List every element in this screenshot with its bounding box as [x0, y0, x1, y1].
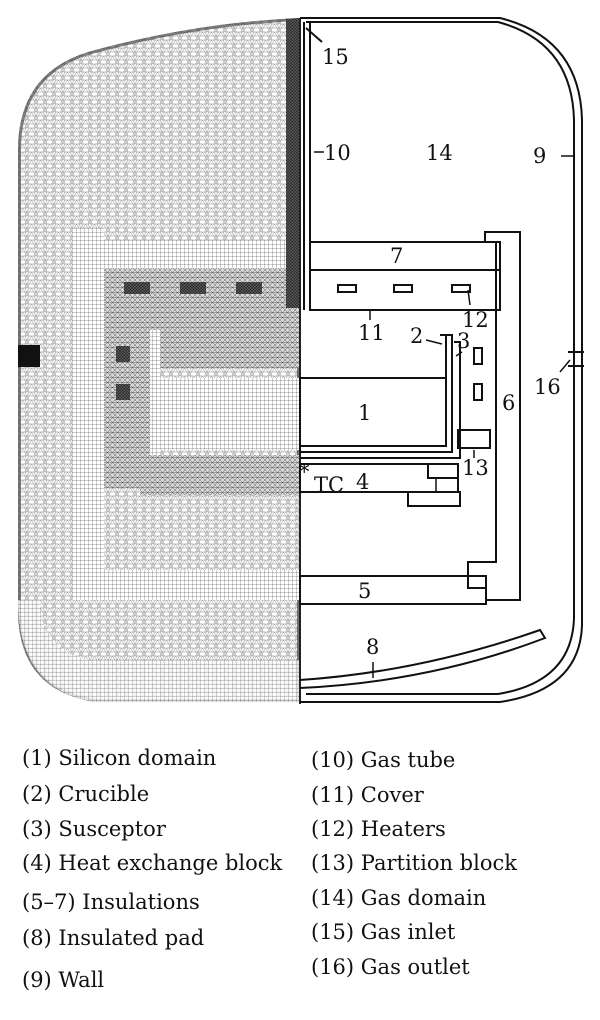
callout-16: 16 — [534, 375, 561, 399]
legend-item-10: (10) Gas tube — [311, 748, 456, 772]
heater-e — [473, 383, 483, 401]
callout-6: 6 — [502, 391, 515, 415]
callout-14: 14 — [426, 141, 453, 165]
legend-item-16: (16) Gas outlet — [311, 955, 470, 979]
legend-item-2: (2) Crucible — [22, 782, 150, 806]
heater-d — [473, 347, 483, 365]
legend-item-4: (4) Heat exchange block — [22, 851, 283, 875]
callout-labels: 15 10 14 9 7 11 12 2 3 1 6 16 13 TC * 4 … — [299, 45, 561, 659]
legend-item-8: (8) Insulated pad — [22, 926, 205, 950]
legend-item-13: (13) Partition block — [311, 851, 517, 875]
callout-1: 1 — [358, 401, 371, 425]
legend-item-14: (14) Gas domain — [311, 886, 487, 910]
callout-7: 7 — [390, 244, 403, 268]
susceptor-3 — [300, 341, 461, 459]
callout-8: 8 — [366, 635, 379, 659]
insulation-6 — [467, 231, 521, 601]
gas-outlet — [568, 351, 584, 367]
callout-15: 15 — [322, 45, 349, 69]
legend-item-9: (9) Wall — [22, 968, 105, 992]
callout-11: 11 — [358, 321, 385, 345]
crucible-2 — [299, 334, 453, 453]
geometry-half — [299, 17, 584, 703]
insulated-pad-8 — [299, 628, 547, 689]
callout-4: 4 — [356, 470, 369, 494]
cover-11 — [309, 269, 501, 311]
silicon-domain-1 — [299, 377, 447, 447]
legend-item-5-7: (5–7) Insulations — [22, 890, 200, 914]
callout-12: 12 — [462, 308, 489, 332]
heater-c — [451, 284, 471, 293]
callout-10: 10 — [324, 141, 351, 165]
heater-a — [337, 284, 357, 293]
mesh-half — [18, 18, 300, 702]
wall-outer — [300, 17, 583, 703]
legend-item-15: (15) Gas inlet — [311, 920, 456, 944]
callout-13: 13 — [462, 456, 489, 480]
legend-item-12: (12) Heaters — [311, 817, 446, 841]
legend-item-3: (3) Susceptor — [22, 817, 166, 841]
heater-b — [393, 284, 413, 293]
legend: (1) Silicon domain (2) Crucible (3) Susc… — [0, 730, 600, 1020]
callout-3: 3 — [457, 329, 470, 353]
gas-inlet — [305, 27, 323, 43]
tc-marker: * — [299, 460, 310, 484]
callout-5: 5 — [358, 579, 371, 603]
insulation-5 — [299, 575, 487, 605]
callout-9: 9 — [533, 144, 546, 168]
partition-block-13 — [457, 429, 491, 449]
leader-lines — [314, 151, 574, 678]
legend-item-11: (11) Cover — [311, 783, 424, 807]
insulation-7 — [309, 241, 501, 271]
wall-inner — [306, 21, 575, 695]
furnace-diagram: 15 10 14 9 7 11 12 2 3 1 6 16 13 TC * 4 … — [18, 17, 584, 704]
legend-item-1: (1) Silicon domain — [22, 746, 217, 770]
callout-tc: TC — [314, 473, 344, 497]
callout-2: 2 — [410, 324, 423, 348]
